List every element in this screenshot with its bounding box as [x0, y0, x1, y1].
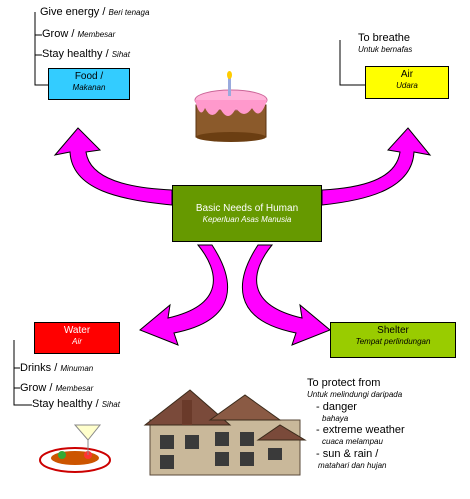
- air-note-ms: Untuk bernafas: [358, 45, 413, 54]
- meal-image: [39, 424, 111, 473]
- water-bracket-line: [13, 340, 32, 406]
- air-title: Air: [400, 69, 414, 80]
- air-subtitle: Udara: [396, 81, 418, 90]
- water-item-2: Grow / Membesar: [20, 382, 94, 394]
- food-item-2: Grow / Membesar: [42, 28, 116, 40]
- water-item-3: Stay healthy / Sihat: [32, 398, 120, 410]
- food-bracket-line: [34, 12, 48, 86]
- food-subtitle: Makanan: [72, 83, 106, 92]
- shelter-item-2-ms: cuaca melampau: [322, 437, 383, 446]
- center-subtitle: Keperluan Asas Manusia: [202, 215, 292, 224]
- shelter-item-3-ms: matahari dan hujan: [318, 461, 387, 470]
- shelter-subtitle: Tempat perlindungan: [355, 337, 431, 346]
- water-box: Water Air: [34, 322, 120, 354]
- food-box: Food / Makanan: [48, 68, 130, 100]
- arrow-to-water: [139, 244, 229, 346]
- shelter-intro-en: To protect from: [307, 377, 381, 389]
- water-subtitle: Air: [72, 337, 82, 346]
- food-item-1: Give energy / Beri tenaga: [40, 6, 150, 18]
- arrow-to-food: [53, 127, 173, 206]
- arrow-to-air: [321, 127, 432, 206]
- shelter-title: Shelter: [377, 325, 409, 336]
- cake-image: [194, 71, 268, 142]
- center-box: Basic Needs of Human Keperluan Asas Manu…: [172, 185, 322, 242]
- air-bracket-line: [339, 40, 365, 86]
- air-note-en: To breathe: [358, 32, 410, 44]
- center-title: Basic Needs of Human: [195, 203, 299, 214]
- air-box: Air Udara: [365, 66, 449, 99]
- water-title: Water: [63, 325, 91, 336]
- water-item-1: Drinks / Minuman: [20, 362, 94, 374]
- shelter-item-1-ms: bahaya: [322, 414, 349, 423]
- food-item-3: Stay healthy / Sihat: [42, 48, 130, 60]
- shelter-item-1-en: - danger: [316, 401, 357, 413]
- shelter-item-2-en: - extreme weather: [316, 424, 405, 436]
- food-title: Food /: [74, 71, 104, 82]
- shelter-intro-ms: Untuk melindungi daripada: [307, 390, 403, 399]
- shelter-box: Shelter Tempat perlindungan: [330, 322, 456, 358]
- shelter-item-3-en: - sun & rain /: [316, 448, 379, 460]
- house-image: [143, 389, 307, 476]
- arrow-to-shelter: [241, 244, 331, 346]
